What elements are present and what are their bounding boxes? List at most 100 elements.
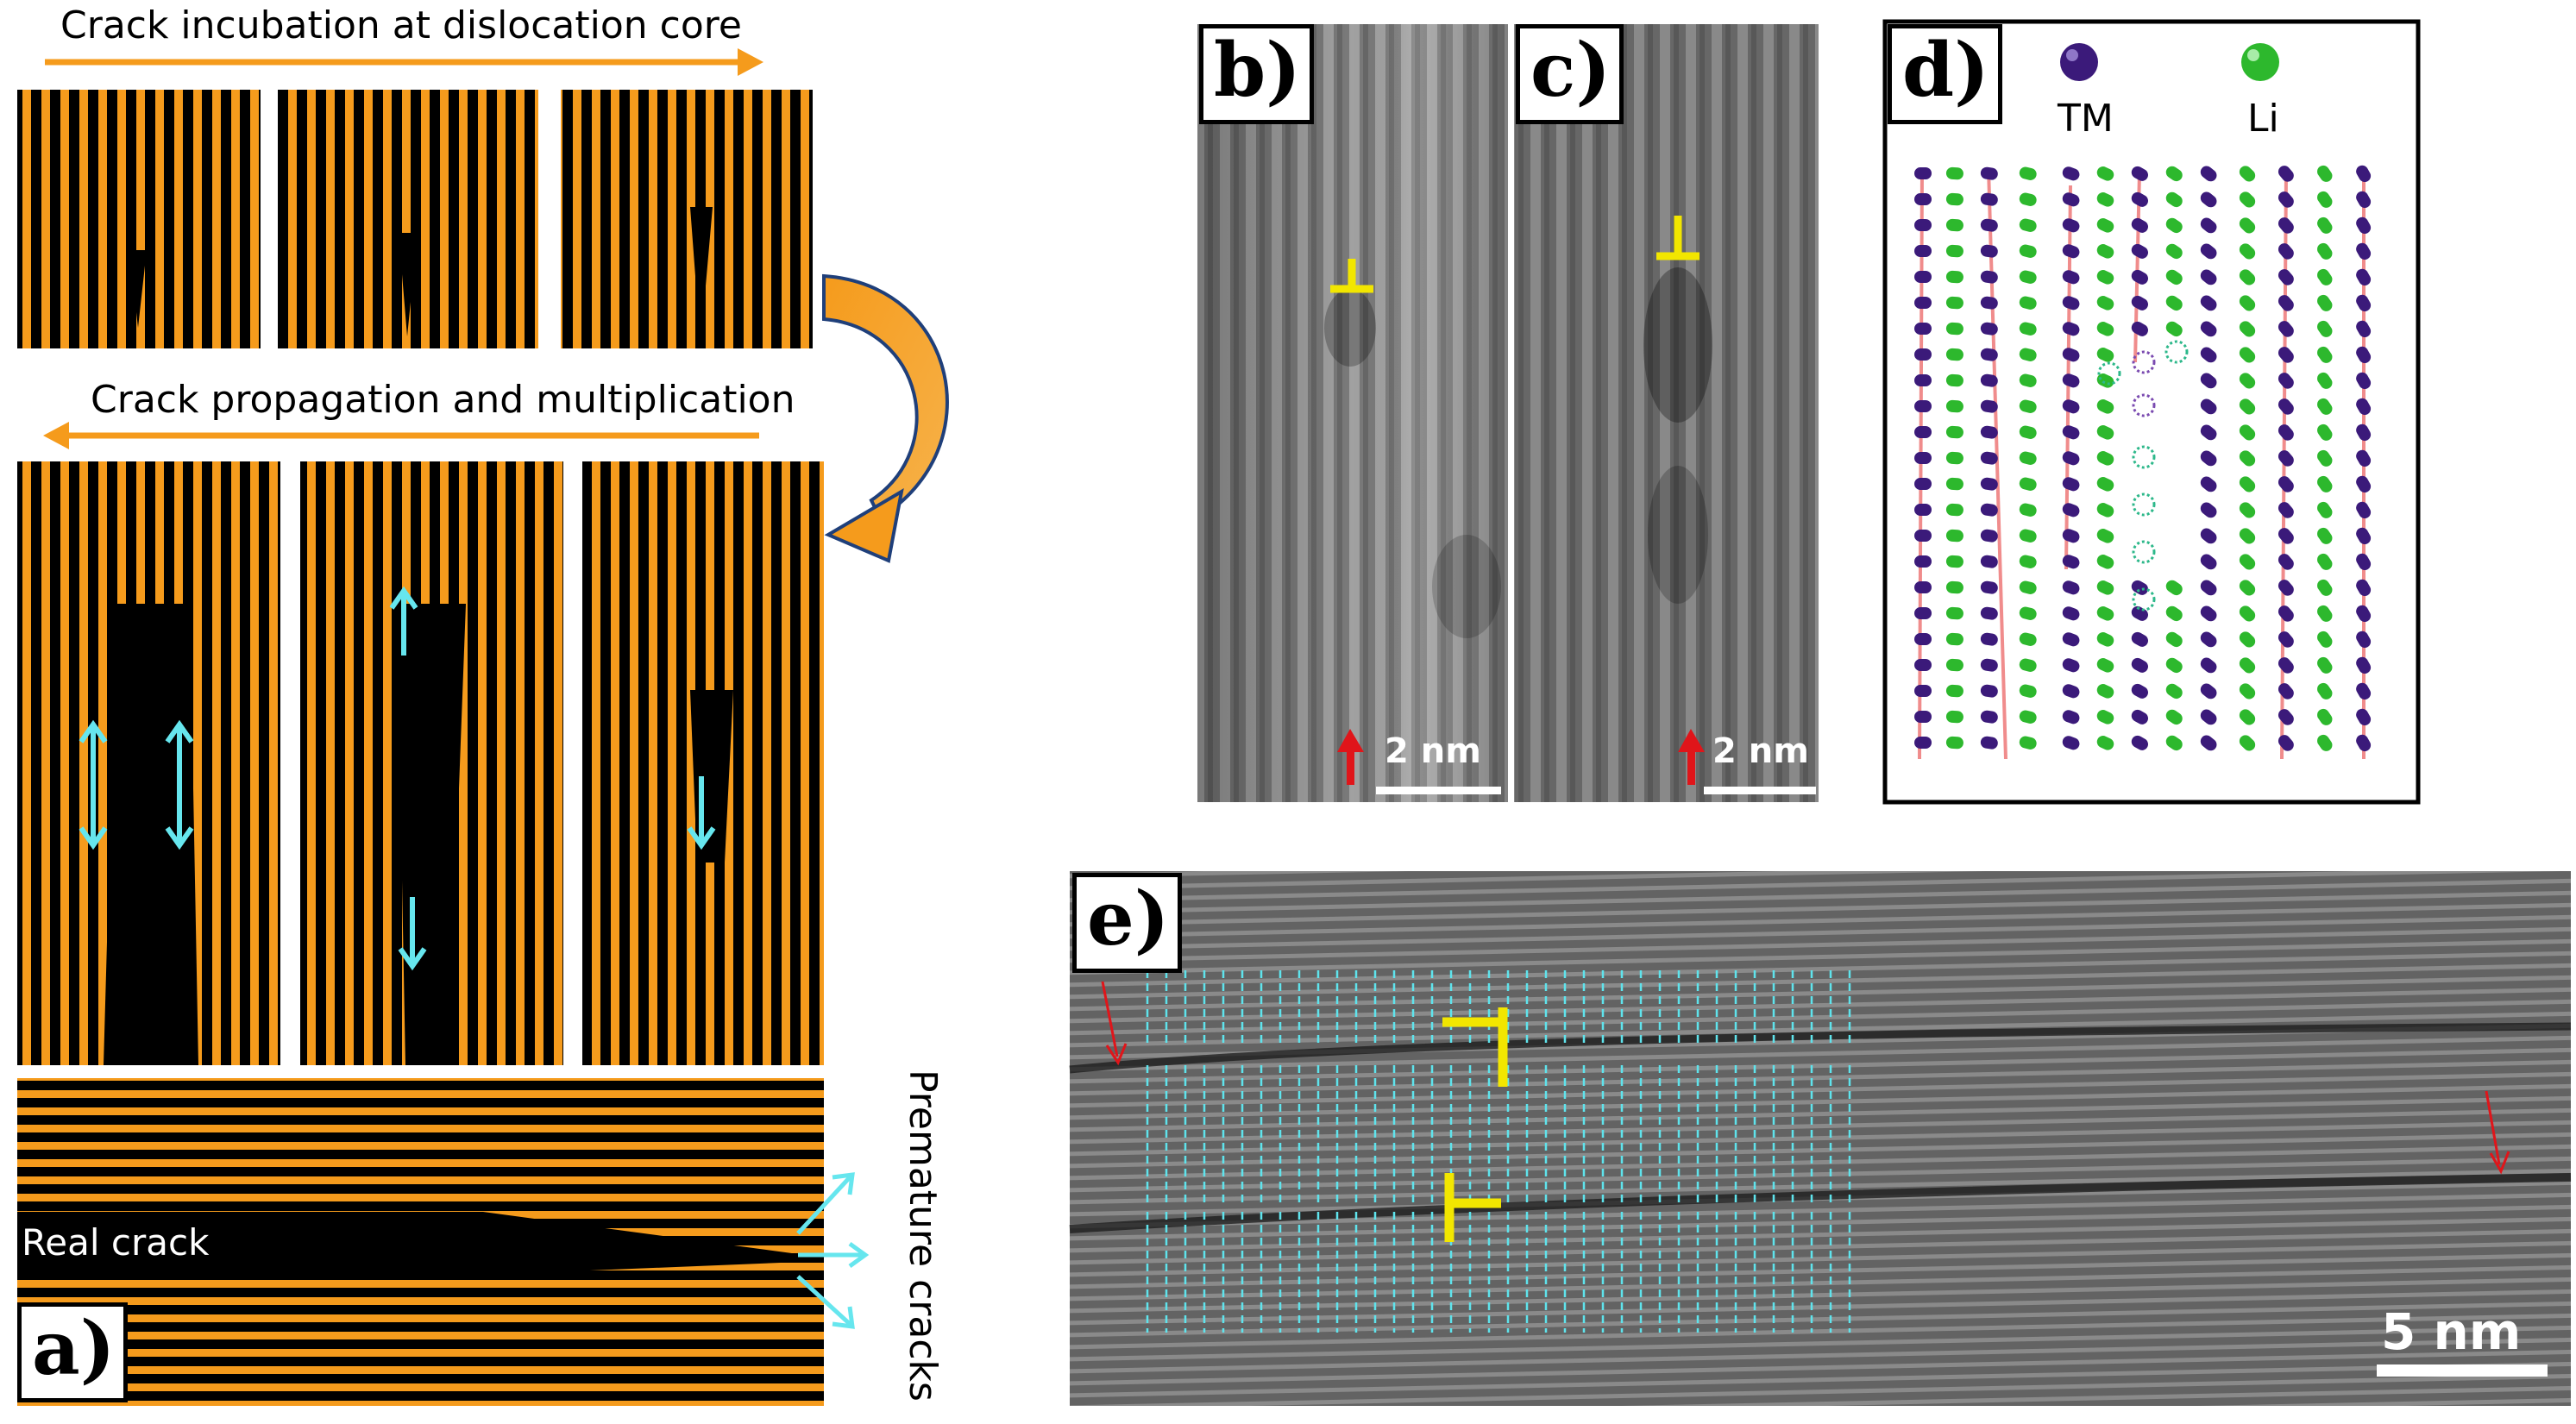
- tm-atom: [2278, 217, 2294, 234]
- li-atom: [2019, 477, 2037, 491]
- panel-b-tem-image: [1197, 24, 1508, 802]
- real-crack-frame: [17, 1078, 824, 1406]
- propagation-frames: [17, 461, 824, 1065]
- tm-atom: [1914, 451, 1932, 465]
- li-atom: [2317, 398, 2333, 415]
- li-atom: [2165, 295, 2183, 311]
- li-atom: [2165, 217, 2183, 234]
- tm-atom: [2278, 683, 2294, 699]
- tm-atom: [2278, 243, 2294, 260]
- li-atom: [1945, 580, 1963, 594]
- panel-c-tem-image: [1514, 24, 1819, 802]
- li-atom: [2317, 553, 2333, 570]
- tm-atom: [2200, 191, 2217, 208]
- tm-atom: [2200, 217, 2217, 234]
- tm-atom: [1980, 451, 1998, 465]
- atom-lattice: [1914, 165, 2372, 751]
- tm-atom: [2356, 268, 2372, 285]
- li-atom: [2317, 734, 2333, 751]
- tm-atom: [2200, 476, 2217, 492]
- real-crack-label: Real crack: [22, 1221, 210, 1264]
- tm-atom: [2062, 270, 2080, 285]
- li-atom: [2239, 269, 2256, 285]
- panel-b-label: b): [1199, 24, 1314, 124]
- li-atom: [1945, 736, 1963, 750]
- tm-atom: [2278, 502, 2294, 518]
- tm-atom: [1980, 218, 1998, 232]
- tm-atom: [2356, 398, 2372, 415]
- tm-atom: [2356, 501, 2372, 518]
- tm-atom: [2356, 191, 2372, 208]
- li-atom: [2239, 502, 2256, 518]
- tm-atom: [2062, 451, 2080, 466]
- tm-atom: [2062, 296, 2080, 311]
- premature-cracks-label: Premature cracks: [901, 1070, 945, 1402]
- li-atom: [2239, 347, 2256, 363]
- panel-c-label: c): [1516, 24, 1624, 124]
- li-atom: [2019, 632, 2037, 646]
- li-atom: [1945, 373, 1963, 387]
- tm-atom: [2200, 424, 2217, 441]
- tm-atom: [2356, 630, 2372, 648]
- tm-atom: [2278, 398, 2294, 415]
- li-atom: [1945, 632, 1963, 646]
- tm-atom: [2356, 656, 2372, 674]
- scalebars-bc: [1376, 787, 1816, 794]
- tm-atom: [1980, 710, 1998, 724]
- li-atom: [2019, 270, 2037, 284]
- tm-atom: [2356, 216, 2372, 234]
- tm-atom: [2131, 709, 2148, 725]
- tm-atom: [2200, 554, 2217, 570]
- tm-atom: [2278, 347, 2294, 363]
- li-atom: [2317, 630, 2333, 648]
- li-atom: [2317, 656, 2333, 674]
- li-atom: [2239, 554, 2256, 570]
- tm-atom: [2356, 527, 2372, 544]
- li-atom: [2019, 736, 2037, 750]
- tm-atom: [2200, 631, 2217, 648]
- tm-atom: [2278, 735, 2294, 751]
- tm-atom: [2278, 580, 2294, 596]
- li-atom: [2165, 657, 2183, 674]
- tm-atom: [1914, 555, 1932, 568]
- li-atom: [2317, 372, 2333, 389]
- li-atom: [2096, 451, 2114, 466]
- tm-atom: [1980, 529, 1998, 543]
- tm-atom: [2131, 166, 2148, 181]
- li-atom: [1945, 348, 1963, 361]
- li-atom: [2239, 528, 2256, 544]
- tm-atom: [2200, 605, 2217, 622]
- li-atom: [2096, 192, 2114, 207]
- tm-atom: [1980, 658, 1998, 672]
- tm-atom: [1914, 348, 1932, 361]
- tm-atom: [2200, 580, 2217, 596]
- tm-atom: [1914, 399, 1932, 413]
- li-atom: [2165, 191, 2183, 208]
- tm-atom: [2062, 580, 2080, 595]
- li-atom: [2317, 423, 2333, 441]
- li-atom: [2165, 321, 2183, 337]
- tm-atom: [2278, 657, 2294, 674]
- tm-atom: [2278, 631, 2294, 648]
- tm-atom: [2200, 709, 2217, 725]
- li-atom: [2239, 191, 2256, 208]
- tm-atom: [2062, 399, 2080, 414]
- li-atom: [2019, 296, 2037, 310]
- tm-atom: [2356, 320, 2372, 337]
- tm-atom: [2278, 424, 2294, 441]
- li-atom: [2096, 425, 2114, 440]
- tm-atom: [1980, 348, 1998, 361]
- vacancy-circles: [2097, 340, 2189, 612]
- tm-atom: [1980, 322, 1998, 336]
- tm-atom: [2356, 165, 2372, 182]
- li-atom: [2317, 605, 2333, 622]
- tm-atom: [2062, 555, 2080, 569]
- incubation-frames: [17, 90, 813, 348]
- tm-atom: [2356, 449, 2372, 467]
- tm-atom: [1980, 373, 1998, 387]
- li-atom: [1945, 399, 1963, 413]
- li-atom: [1945, 166, 1963, 180]
- li-atom: [2019, 192, 2037, 206]
- tm-atom: [1914, 218, 1932, 232]
- incubation-caption: Crack incubation at dislocation core: [60, 3, 742, 47]
